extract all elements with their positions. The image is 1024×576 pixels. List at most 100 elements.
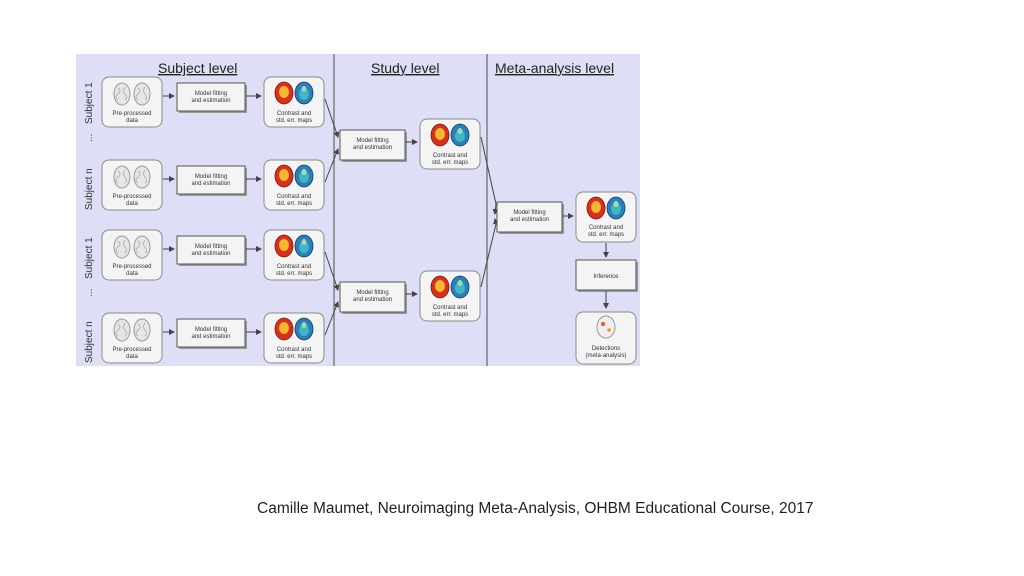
row-1-stderr-inner	[299, 88, 309, 100]
row-3-preprocessed-label-line-2: data	[126, 271, 138, 277]
meta-model-label-line-1: Model fitting	[513, 210, 545, 216]
row-3-preprocessed-brain-folds-2	[135, 239, 147, 254]
row-4-model-label-line-1: Model fitting	[195, 327, 227, 333]
header-meta-level: Meta-analysis level	[495, 60, 614, 76]
meta-analysis-pipeline-diagram: Subject level Study level Meta-analysis …	[76, 54, 640, 366]
connector-study1-meta-tip	[492, 203, 499, 215]
row-1-preprocessed-brain-folds-1	[115, 86, 127, 101]
row-4-model-label-line-2: and estimation	[191, 334, 230, 340]
row-4-contrast-hot	[279, 322, 289, 334]
row-2-preprocessed-label-line-2: data	[126, 201, 138, 207]
meta-stderr-inner	[611, 203, 621, 215]
subject-label-3: Subject 1	[84, 237, 95, 279]
subject-label-2: Subject n	[84, 168, 95, 210]
row-1-stderr-core	[301, 86, 307, 92]
row-3-contrast-hot	[279, 239, 289, 251]
meta-contrast-label-line-1: Contrast and	[589, 225, 623, 231]
row-2-model-box	[176, 165, 246, 195]
inference-box	[575, 259, 637, 291]
inference-label: Inference	[593, 274, 619, 280]
row-1-contrast-label-line-1: Contrast and	[277, 111, 311, 117]
study-1-stderr-inner	[455, 130, 465, 142]
connector-row3-study2	[324, 251, 340, 291]
row-1-preprocessed-brain-1	[113, 82, 131, 106]
study-1-contrast-label-line-2: std. err. maps	[432, 160, 468, 166]
study-1-model-label-line-2: and estimation	[353, 145, 392, 151]
row-3-model-label-line-2: and estimation	[191, 251, 230, 257]
row-3-preprocessed-brain-folds-1	[115, 239, 127, 254]
row-3-preprocessed-brain-2	[133, 235, 151, 259]
row-2-preprocessed-brain-folds-1	[115, 169, 127, 184]
row-4-preprocessed-label-line-2: data	[126, 354, 138, 360]
study-2-contrast-hot	[435, 280, 445, 292]
ellipsis-2: ...	[84, 289, 95, 297]
meta-stderr-core	[613, 201, 619, 207]
connector-row4-study2	[324, 301, 339, 336]
meta-contrast-label-line-2: std. err. maps	[588, 232, 624, 238]
detections-label-line-2: (meta-analysis)	[585, 353, 626, 359]
row-2-model-label-line-1: Model fitting	[195, 174, 227, 180]
row-2-preprocessed-brain-1	[113, 165, 131, 189]
row-4-model-box	[176, 318, 246, 348]
detections-label-line-1: Detections	[592, 346, 620, 352]
row-4-stderr-inner	[299, 324, 309, 336]
row-3-preprocessed-label-line-1: Pre-processed	[112, 264, 151, 270]
row-3-model-label-line-1: Model fitting	[195, 244, 227, 250]
row-3-preprocessed-brain-1	[113, 235, 131, 259]
row-1-preprocessed-label-line-2: data	[126, 118, 138, 124]
row-4-preprocessed-label-line-1: Pre-processed	[112, 347, 151, 353]
row-1-preprocessed-brain-folds-2	[135, 86, 147, 101]
row-2-preprocessed-brain-2	[133, 165, 151, 189]
study-1-contrast-hot	[435, 128, 445, 140]
row-4-preprocessed-brain-folds-2	[135, 322, 147, 337]
header-subject-level: Subject level	[158, 60, 237, 76]
row-1-contrast-hot	[279, 86, 289, 98]
row-3-model-box	[176, 235, 246, 265]
row-1-contrast-label-line-2: std. err. maps	[276, 118, 312, 124]
meta-model-label-line-2: and estimation	[510, 217, 549, 223]
study-2-contrast-label-line-2: std. err. maps	[432, 312, 468, 318]
row-2-stderr-inner	[299, 171, 309, 183]
detections-blob-2	[607, 328, 611, 332]
detections-blob-1	[600, 321, 606, 327]
study-2-model-label-line-2: and estimation	[353, 297, 392, 303]
connector-row1-study1	[324, 98, 340, 138]
row-4-contrast-label-line-2: std. err. maps	[276, 354, 312, 360]
study-2-contrast-label-line-1: Contrast and	[433, 305, 467, 311]
connector-study2-meta-tip	[493, 218, 499, 225]
row-4-contrast-label-line-1: Contrast and	[277, 347, 311, 353]
citation-caption: Camille Maumet, Neuroimaging Meta-Analys…	[257, 500, 814, 517]
ellipsis-1: ...	[84, 134, 95, 142]
meta-contrast-hot	[591, 201, 601, 213]
row-4-preprocessed-brain-1	[113, 318, 131, 342]
row-4-preprocessed-brain-folds-1	[115, 322, 127, 337]
subject-label-1: Subject 1	[84, 82, 95, 124]
diagram-canvas: Subject level Study level Meta-analysis …	[84, 54, 638, 366]
row-2-contrast-label-line-2: std. err. maps	[276, 201, 312, 207]
study-1-stderr-core	[457, 128, 463, 134]
connector-study1-meta	[480, 136, 497, 205]
row-2-model-label-line-2: and estimation	[191, 181, 230, 187]
header-study-level: Study level	[371, 60, 439, 76]
row-2-preprocessed-brain-folds-2	[135, 169, 147, 184]
row-1-preprocessed-label-line-1: Pre-processed	[112, 111, 151, 117]
row-4-stderr-core	[301, 322, 307, 328]
row-1-preprocessed-brain-2	[133, 82, 151, 106]
study-1-model-box	[339, 129, 406, 161]
study-1-model-label-line-1: Model fitting	[356, 138, 388, 144]
connector-study2-meta	[480, 223, 497, 288]
row-1-model-label-line-2: and estimation	[191, 98, 230, 104]
detections-brain	[596, 315, 616, 339]
row-2-preprocessed-label-line-1: Pre-processed	[112, 194, 151, 200]
row-2-contrast-label-line-1: Contrast and	[277, 194, 311, 200]
row-2-stderr-core	[301, 169, 307, 175]
row-3-stderr-core	[301, 239, 307, 245]
row-3-contrast-label-line-2: std. err. maps	[276, 271, 312, 277]
study-2-model-label-line-1: Model fitting	[356, 290, 388, 296]
study-2-stderr-core	[457, 280, 463, 286]
meta-model-box	[496, 201, 563, 233]
study-2-stderr-inner	[455, 282, 465, 294]
study-2-model-box	[339, 281, 406, 313]
row-1-model-box	[176, 82, 246, 112]
row-3-contrast-label-line-1: Contrast and	[277, 264, 311, 270]
